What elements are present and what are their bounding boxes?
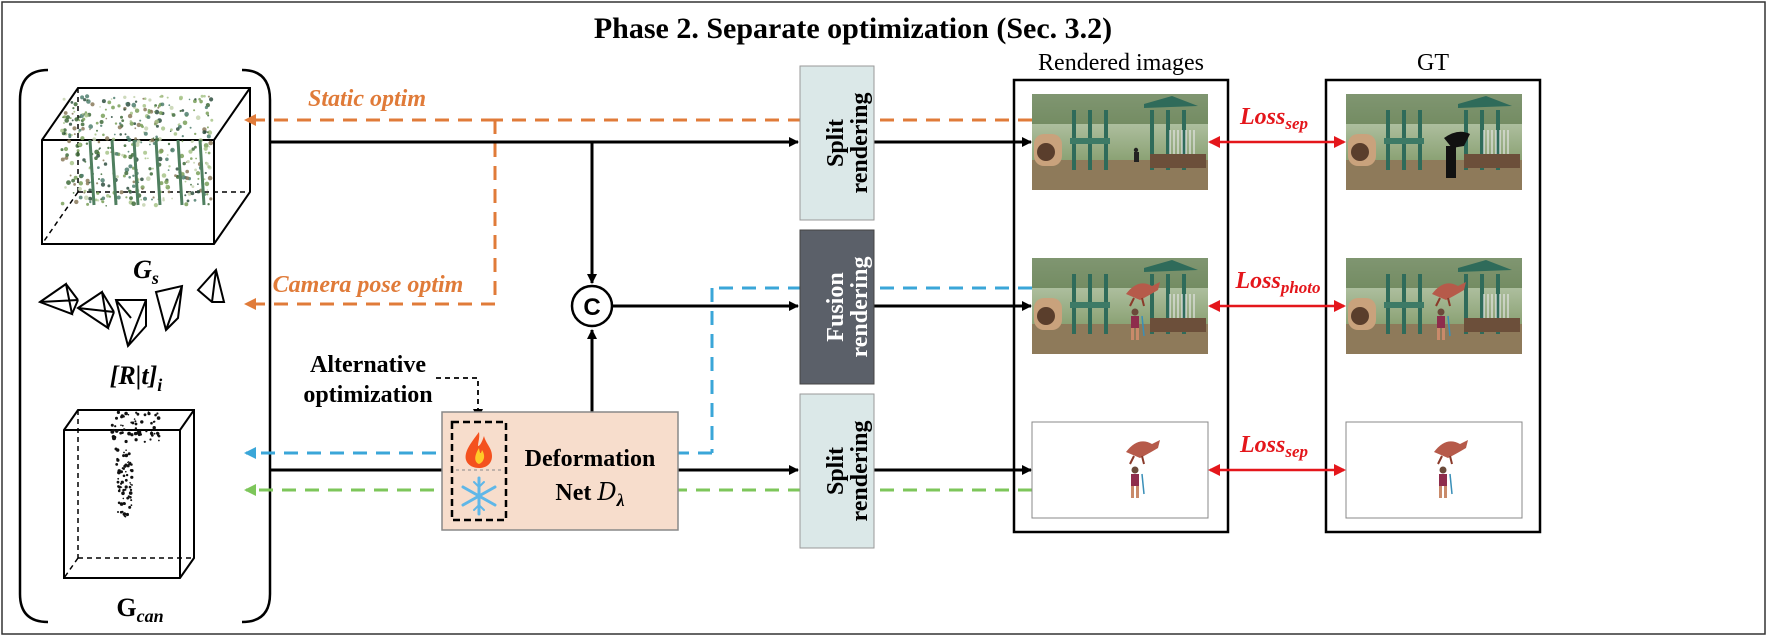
svg-text:Split: Split [823,447,849,495]
gs-label: Gs [133,255,159,288]
static-optim-label: Static optim [308,86,426,112]
svg-text:rendering: rendering [847,93,873,194]
camera-pose-optim-label: Camera pose optim [273,272,464,298]
rendered-fusion-image [1032,258,1208,354]
svg-text:rendering: rendering [847,257,873,358]
deformation-net-title: Deformation [525,446,656,472]
forward-flow-arrows [270,137,1032,475]
fusion-rendering-block: Fusion rendering [799,229,875,385]
camera-pose-optim-arrow [244,120,497,310]
left-bracket-panel [18,68,272,624]
concat-symbol: C [583,294,600,321]
diagram-title: Phase 2. Separate optimization (Sec. 3.2… [594,12,1112,45]
loss-photo: Lossphoto [1234,268,1320,297]
gt-static-image [1346,94,1522,190]
gt-dynamic-image [1345,421,1523,519]
fire-icon [465,432,492,468]
pose-label: [R|t]i [110,361,163,395]
alternative-pointer [436,377,483,419]
alternative-optimization-label: Alternative [310,352,426,378]
rendered-images-header: Rendered images [1038,50,1204,76]
deformation-net-block [441,411,679,531]
split-rendering-block-top: Split rendering [799,65,875,221]
rendered-dynamic-image [1031,421,1209,519]
split-rendering-block-bottom: Split rendering [799,393,875,549]
gcan-label: Gcan [116,593,163,626]
deformation-net-symbol: Net Dλ [555,478,624,510]
gt-fusion-image [1346,258,1522,354]
concat-node: C [570,284,614,328]
svg-text:Split: Split [823,119,849,167]
loss-arrows [1208,136,1346,476]
svg-text:rendering: rendering [847,421,873,522]
alternative-optimization-label-2: optimization [303,382,432,408]
static-gaussians-cloud [41,87,251,245]
camera-pose-icons [37,267,226,349]
rendered-static-image [1032,94,1208,190]
svg-text:Fusion: Fusion [823,272,849,341]
snowflake-icon [461,476,497,516]
gt-header: GT [1417,50,1449,76]
canonical-gaussians-cloud [63,409,195,579]
loss-sep-top: Losssep [1239,104,1308,133]
loss-sep-bottom: Losssep [1239,432,1308,461]
